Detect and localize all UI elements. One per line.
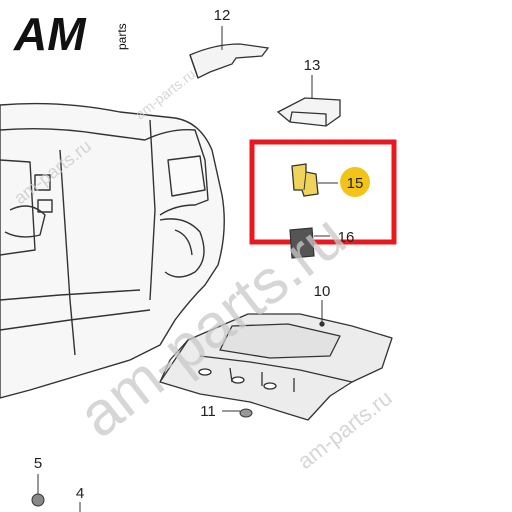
- part-12: [189, 26, 270, 79]
- part-13: [276, 75, 341, 127]
- part-5: [31, 474, 45, 507]
- callout-13: 13: [304, 57, 321, 74]
- callout-15: 15: [347, 175, 364, 192]
- am-parts-logo: AM parts: [13, 8, 129, 60]
- highlight-frame: [249, 139, 397, 245]
- callout-labels: 12 13 15 16 10 11 5 4: [34, 7, 364, 502]
- callout-16: 16: [338, 229, 355, 246]
- callout-5: 5: [34, 455, 42, 472]
- logo-brand: AM: [13, 8, 87, 60]
- callout-4: 4: [76, 485, 84, 502]
- part-11: [222, 408, 253, 418]
- part-16: [289, 227, 330, 259]
- part-15-highlight-dot: [340, 167, 370, 197]
- watermark-tiny: am-parts.ru: [132, 66, 198, 123]
- logo-suffix: parts: [115, 23, 129, 50]
- callout-10: 10: [314, 283, 331, 300]
- callout-11: 11: [200, 403, 216, 420]
- part-10: [159, 300, 393, 421]
- vehicle-body: [0, 102, 225, 399]
- callout-12: 12: [214, 7, 231, 24]
- part-15: [291, 163, 370, 197]
